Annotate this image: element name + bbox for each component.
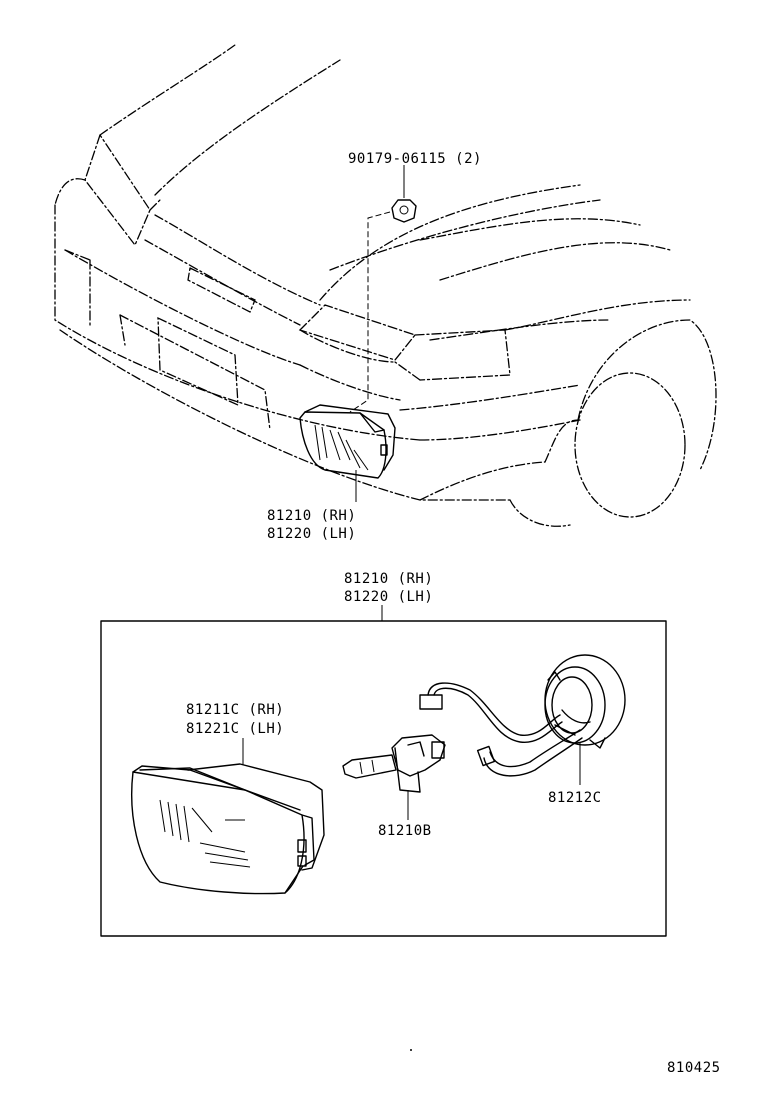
label-assy-box-rh: 81210 (RH) bbox=[344, 571, 433, 587]
car-body-outline bbox=[54, 44, 717, 527]
diagram-number: 810425 bbox=[667, 1060, 721, 1076]
clip-icon bbox=[391, 199, 417, 223]
label-assy-top-lh: 81220 (LH) bbox=[267, 526, 356, 542]
exploded-view-frame bbox=[100, 620, 667, 937]
label-lens-rh: 81211C (RH) bbox=[186, 702, 284, 718]
stray-dot bbox=[410, 1049, 412, 1051]
label-socket: 81212C bbox=[548, 790, 602, 806]
label-clip-part: 90179-06115 (2) bbox=[348, 151, 482, 167]
socket-wire-icon bbox=[419, 654, 626, 777]
label-lens-lh: 81221C (LH) bbox=[186, 721, 284, 737]
label-assy-top-rh: 81210 (RH) bbox=[267, 508, 356, 524]
fog-lamp-lens bbox=[131, 763, 325, 895]
clip-phantom-leader bbox=[349, 211, 391, 413]
label-bulb: 81210B bbox=[378, 823, 432, 839]
fog-lamp-installed bbox=[299, 404, 396, 479]
label-assy-box-lh: 81220 (LH) bbox=[344, 589, 433, 605]
bulb-icon bbox=[342, 734, 446, 793]
